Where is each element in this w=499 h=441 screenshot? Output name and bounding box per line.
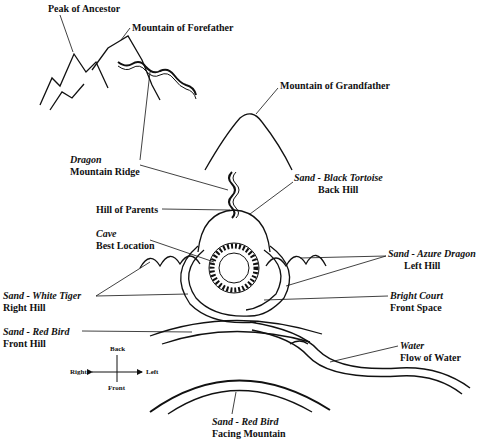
- hill-label: Sand - Azure Dragon: [388, 248, 476, 259]
- hill-label: Sand - Black Tortoise: [294, 172, 383, 183]
- hill-label: Sand - White Tiger: [3, 290, 81, 301]
- hill-label: Front Hill: [3, 338, 46, 349]
- hill-label: Back Hill: [318, 184, 358, 195]
- court-label: Front Space: [390, 302, 442, 313]
- water-label: Water: [400, 340, 424, 351]
- court-label: Bright Court: [390, 290, 443, 301]
- mountain-label: Mountain of Grandfather: [280, 80, 390, 91]
- water-label: Flow of Water: [400, 352, 461, 363]
- hill-label: Right Hill: [3, 302, 46, 313]
- ridge-label: Mountain Ridge: [70, 166, 140, 177]
- compass-label: Right: [70, 368, 87, 376]
- compass-label: Front: [108, 384, 125, 392]
- hill-label: Hill of Parents: [96, 204, 158, 215]
- mountain-label: Mountain of Forefather: [132, 22, 233, 33]
- mountain-label: Peak of Ancestor: [48, 3, 120, 14]
- mountain-label: Facing Mountain: [212, 428, 286, 439]
- ridge-label: Dragon: [70, 154, 102, 165]
- mountain-label: Sand - Red Bird: [212, 416, 278, 427]
- hill-label: Left Hill: [404, 260, 440, 271]
- cave-label: Cave: [96, 228, 117, 239]
- hill-label: Sand - Red Bird: [3, 326, 69, 337]
- cave-label: Best Location: [96, 240, 155, 251]
- compass-label: Left: [146, 368, 158, 376]
- compass-label: Back: [110, 345, 125, 353]
